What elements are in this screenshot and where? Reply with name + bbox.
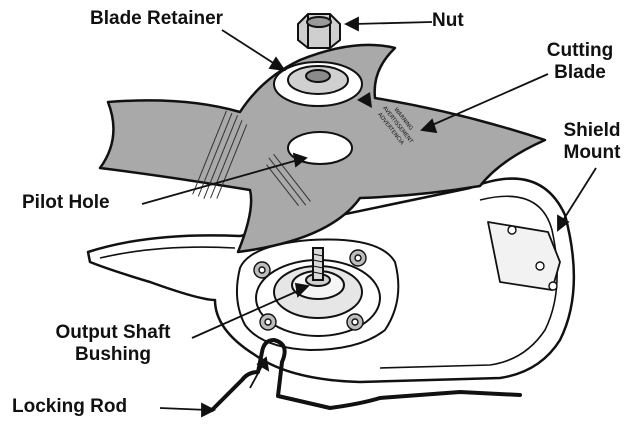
warning-icon bbox=[357, 92, 372, 108]
nut bbox=[297, 13, 341, 49]
label-output-shaft-line2: Bushing bbox=[75, 344, 151, 365]
label-locking-rod: Locking Rod bbox=[12, 396, 128, 417]
label-shield-mount-line2: Mount bbox=[563, 142, 621, 163]
shield-mount bbox=[487, 221, 561, 291]
label-pilot-hole: Pilot Hole bbox=[22, 192, 110, 213]
locking-rod bbox=[210, 338, 522, 412]
label-blade-retainer: Blade Retainer bbox=[90, 8, 224, 29]
label-cutting-blade-line1: Cutting bbox=[546, 40, 614, 61]
label-cutting-blade: Cutting Blade bbox=[540, 40, 620, 84]
label-cutting-blade-line2: Blade bbox=[554, 62, 606, 83]
label-output-shaft-bushing: Output Shaft Bushing bbox=[28, 322, 198, 366]
leader-lines bbox=[141, 16, 597, 418]
label-shield-mount: Shield Mount bbox=[556, 120, 628, 164]
cutting-blade: WARNING AVERTISSEMENT ADVERTENCIA bbox=[98, 43, 547, 254]
output-shaft bbox=[312, 247, 324, 281]
label-shield-mount-line1: Shield bbox=[563, 120, 621, 141]
label-nut: Nut bbox=[432, 10, 464, 31]
label-output-shaft-line1: Output Shaft bbox=[55, 322, 171, 343]
blade-retainer bbox=[273, 61, 363, 107]
gearbox-housing bbox=[235, 238, 400, 352]
blade-printed-text bbox=[192, 110, 248, 199]
pilot-hole bbox=[287, 131, 353, 165]
